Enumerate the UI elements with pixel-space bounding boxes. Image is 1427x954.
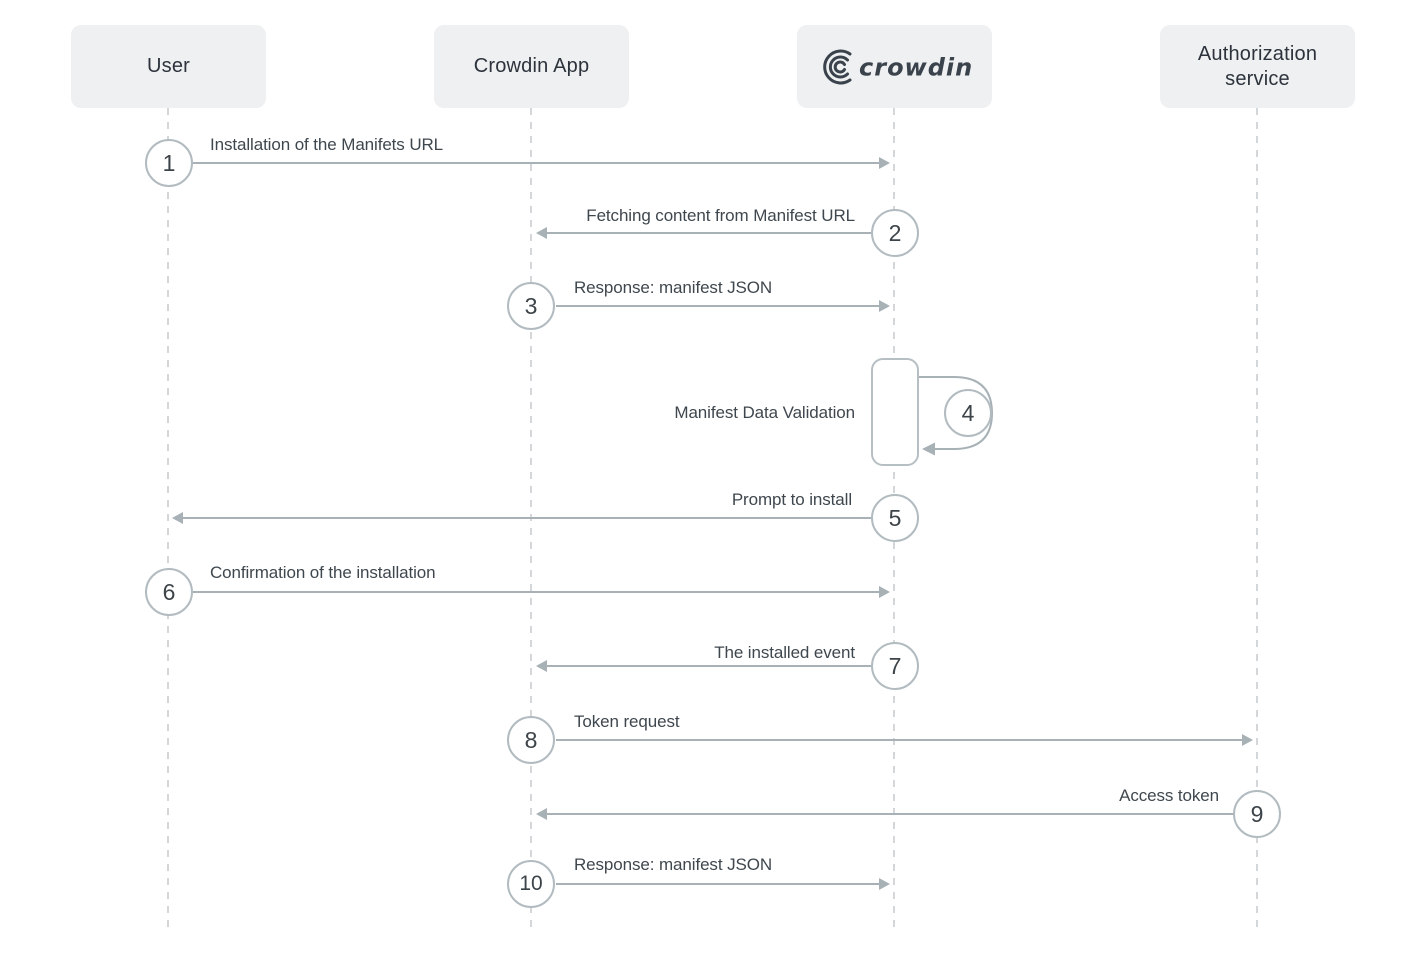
message-3-label: Response: manifest JSON [574, 278, 773, 297]
step-circle-2: 2 [871, 209, 919, 257]
step-5-number: 5 [888, 504, 902, 531]
message-5-label: Prompt to install [731, 490, 852, 509]
message-8-label: Token request [574, 712, 680, 731]
step-circle-6: 6 [145, 568, 193, 616]
message-2-label: Fetching content from Manifest URL [586, 206, 855, 225]
step-1-number: 1 [162, 149, 176, 176]
actor-authorization-service: Authorization service [1160, 25, 1355, 108]
step-circle-4: 4 [944, 389, 992, 437]
message-1-arrowhead-icon [879, 157, 890, 169]
message-7-line [547, 665, 871, 667]
lifeline-authorization-service [1256, 108, 1258, 932]
actor-crowdin: crowdin [797, 25, 992, 108]
self-loop-arrow [919, 376, 994, 456]
step-circle-1: 1 [145, 139, 193, 187]
message-9-arrowhead-icon [536, 808, 547, 820]
message-6-label: Confirmation of the installation [210, 563, 436, 582]
message-1-label: Installation of the Manifets URL [210, 135, 444, 154]
message-8-line [556, 739, 1242, 741]
step-4-number: 4 [961, 399, 975, 426]
step-circle-5: 5 [871, 494, 919, 542]
step-3-number: 3 [524, 292, 538, 319]
actor-authorization-service-label: Authorization service [1197, 42, 1318, 90]
step-8-number: 8 [524, 726, 538, 753]
step-circle-3: 3 [507, 282, 555, 330]
activation-box [871, 358, 919, 466]
step-7-number: 7 [888, 652, 902, 679]
step-6-number: 6 [162, 578, 176, 605]
message-6-line [193, 591, 879, 593]
lifeline-crowdin-app [530, 108, 532, 932]
message-10-label: Response: manifest JSON [574, 855, 773, 874]
step-circle-7: 7 [871, 642, 919, 690]
step-circle-8: 8 [507, 716, 555, 764]
message-6-arrowhead-icon [879, 586, 890, 598]
message-7-arrowhead-icon [536, 660, 547, 672]
step-10-number: 10 [519, 872, 543, 895]
message-10-arrowhead-icon [879, 878, 890, 890]
lifeline-user [167, 108, 169, 932]
message-5-line [183, 517, 871, 519]
message-9-label: Access token [1119, 786, 1219, 805]
message-5-arrowhead-icon [172, 512, 183, 524]
step-circle-10: 10 [507, 860, 555, 908]
message-8-arrowhead-icon [1242, 734, 1253, 746]
message-3-line [556, 305, 879, 307]
actor-user-label: User [146, 55, 191, 77]
actor-crowdin-app: Crowdin App [434, 25, 629, 108]
step-9-number: 9 [1250, 800, 1264, 827]
message-1-line [193, 162, 879, 164]
crowdin-logo-icon: crowdin [822, 49, 971, 84]
message-4-label: Manifest Data Validation [674, 403, 855, 422]
step-2-number: 2 [888, 219, 902, 246]
message-3-arrowhead-icon [879, 300, 890, 312]
actor-user: User [71, 25, 266, 108]
step-circle-9: 9 [1233, 790, 1281, 838]
message-2-arrowhead-icon [536, 227, 547, 239]
actor-crowdin-app-label: Crowdin App [473, 55, 590, 77]
message-10-line [556, 883, 879, 885]
svg-text:crowdin: crowdin [859, 53, 971, 81]
message-9-line [547, 813, 1233, 815]
message-7-label: The installed event [714, 643, 855, 662]
message-2-line [547, 232, 871, 234]
